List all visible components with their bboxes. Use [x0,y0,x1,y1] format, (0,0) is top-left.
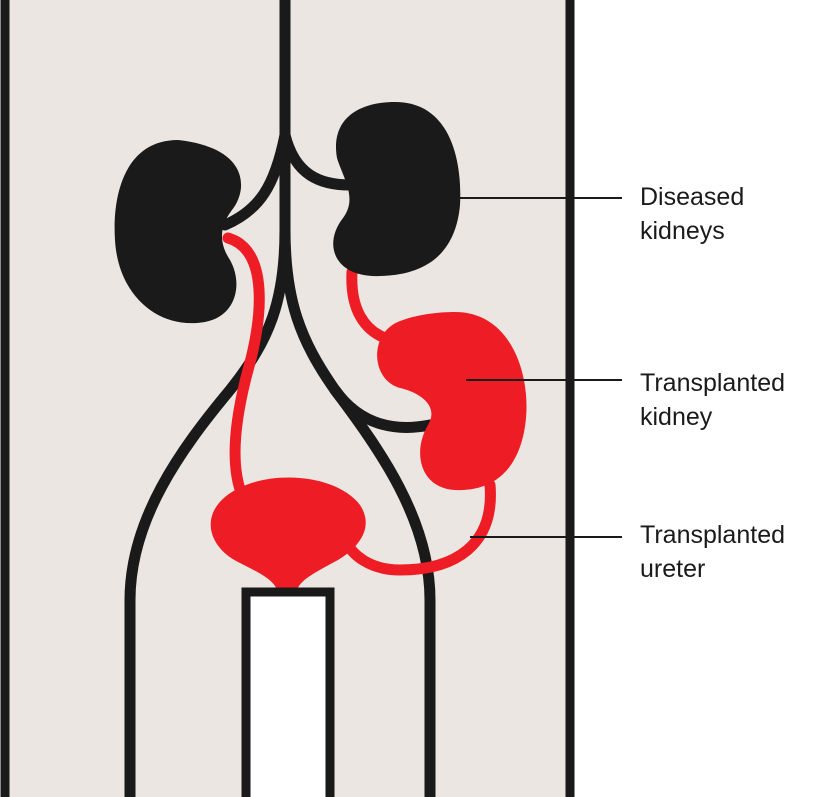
label-diseased-line1: Diseased [640,180,744,214]
right-diseased-kidney [333,102,460,276]
label-diseased-line2: kidneys [640,214,744,248]
label-transplanted-ureter-line2: ureter [640,552,785,586]
label-transplanted-kidney-line1: Transplanted [640,366,785,400]
label-transplanted-ureter-line1: Transplanted [640,518,785,552]
label-diseased-kidneys: Diseased kidneys [640,180,744,248]
urethra-tube [246,592,330,797]
label-transplanted-kidney: Transplanted kidney [640,366,785,434]
label-transplanted-kidney-line2: kidney [640,400,785,434]
label-transplanted-ureter: Transplanted ureter [640,518,785,586]
